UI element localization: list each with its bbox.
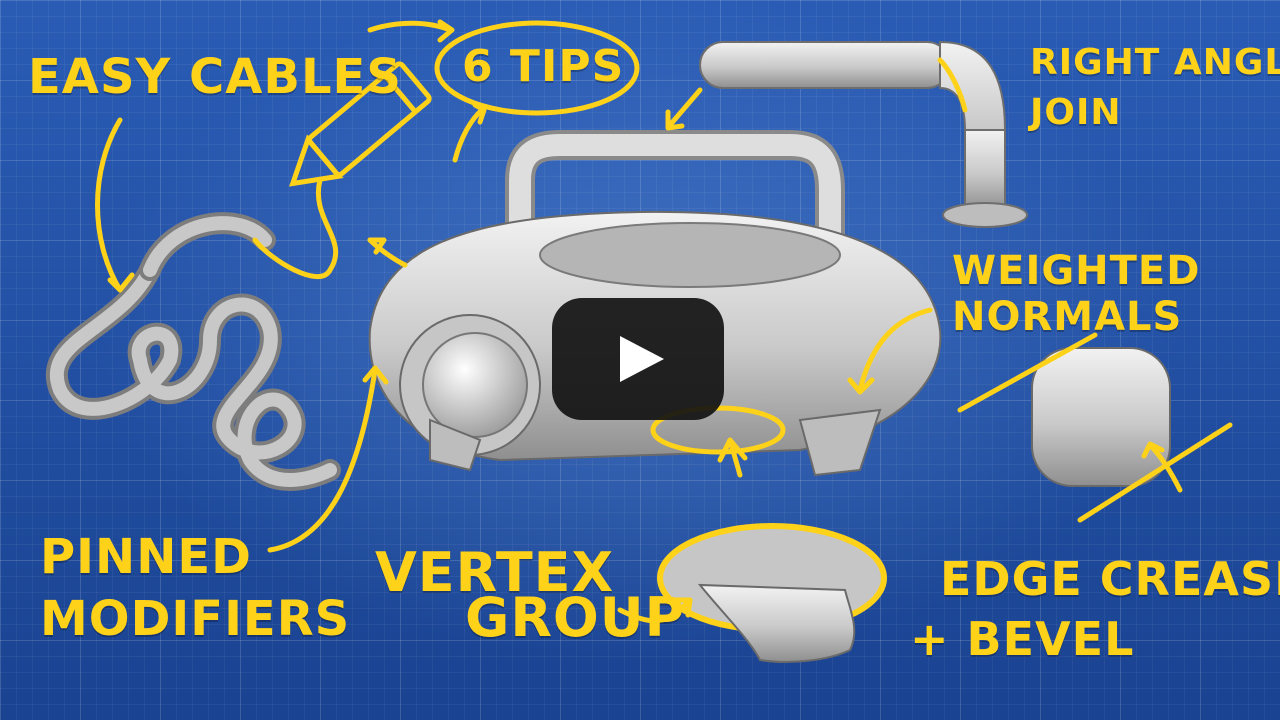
label-modifiers: Modifiers — [40, 591, 351, 647]
label-normals: Normals — [952, 294, 1183, 340]
label-right-angle: Right angle — [1030, 42, 1280, 83]
pipe-model — [699, 40, 1028, 228]
label-group: Group — [465, 586, 686, 649]
cube-model — [1031, 347, 1171, 487]
cable-model — [45, 212, 341, 491]
label-easy-cables: Easy Cables — [28, 49, 402, 105]
label-bevel: + Bevel — [910, 612, 1135, 666]
label-pinned: Pinned — [40, 529, 253, 585]
annotations — [95, 19, 1233, 624]
tips-circle — [434, 20, 640, 116]
label-edge-crease: Edge Crease — [940, 552, 1280, 606]
cone-model — [657, 523, 887, 663]
label-weighted: Weighted — [952, 248, 1201, 294]
cables-arrow — [95, 117, 123, 293]
pencil-icon — [289, 61, 432, 187]
play-button[interactable] — [552, 298, 724, 420]
label-join: Join — [1030, 92, 1122, 133]
play-icon — [620, 336, 664, 382]
label-tips: 6 Tips — [462, 41, 625, 92]
label-vertex: Vertex — [375, 541, 615, 604]
